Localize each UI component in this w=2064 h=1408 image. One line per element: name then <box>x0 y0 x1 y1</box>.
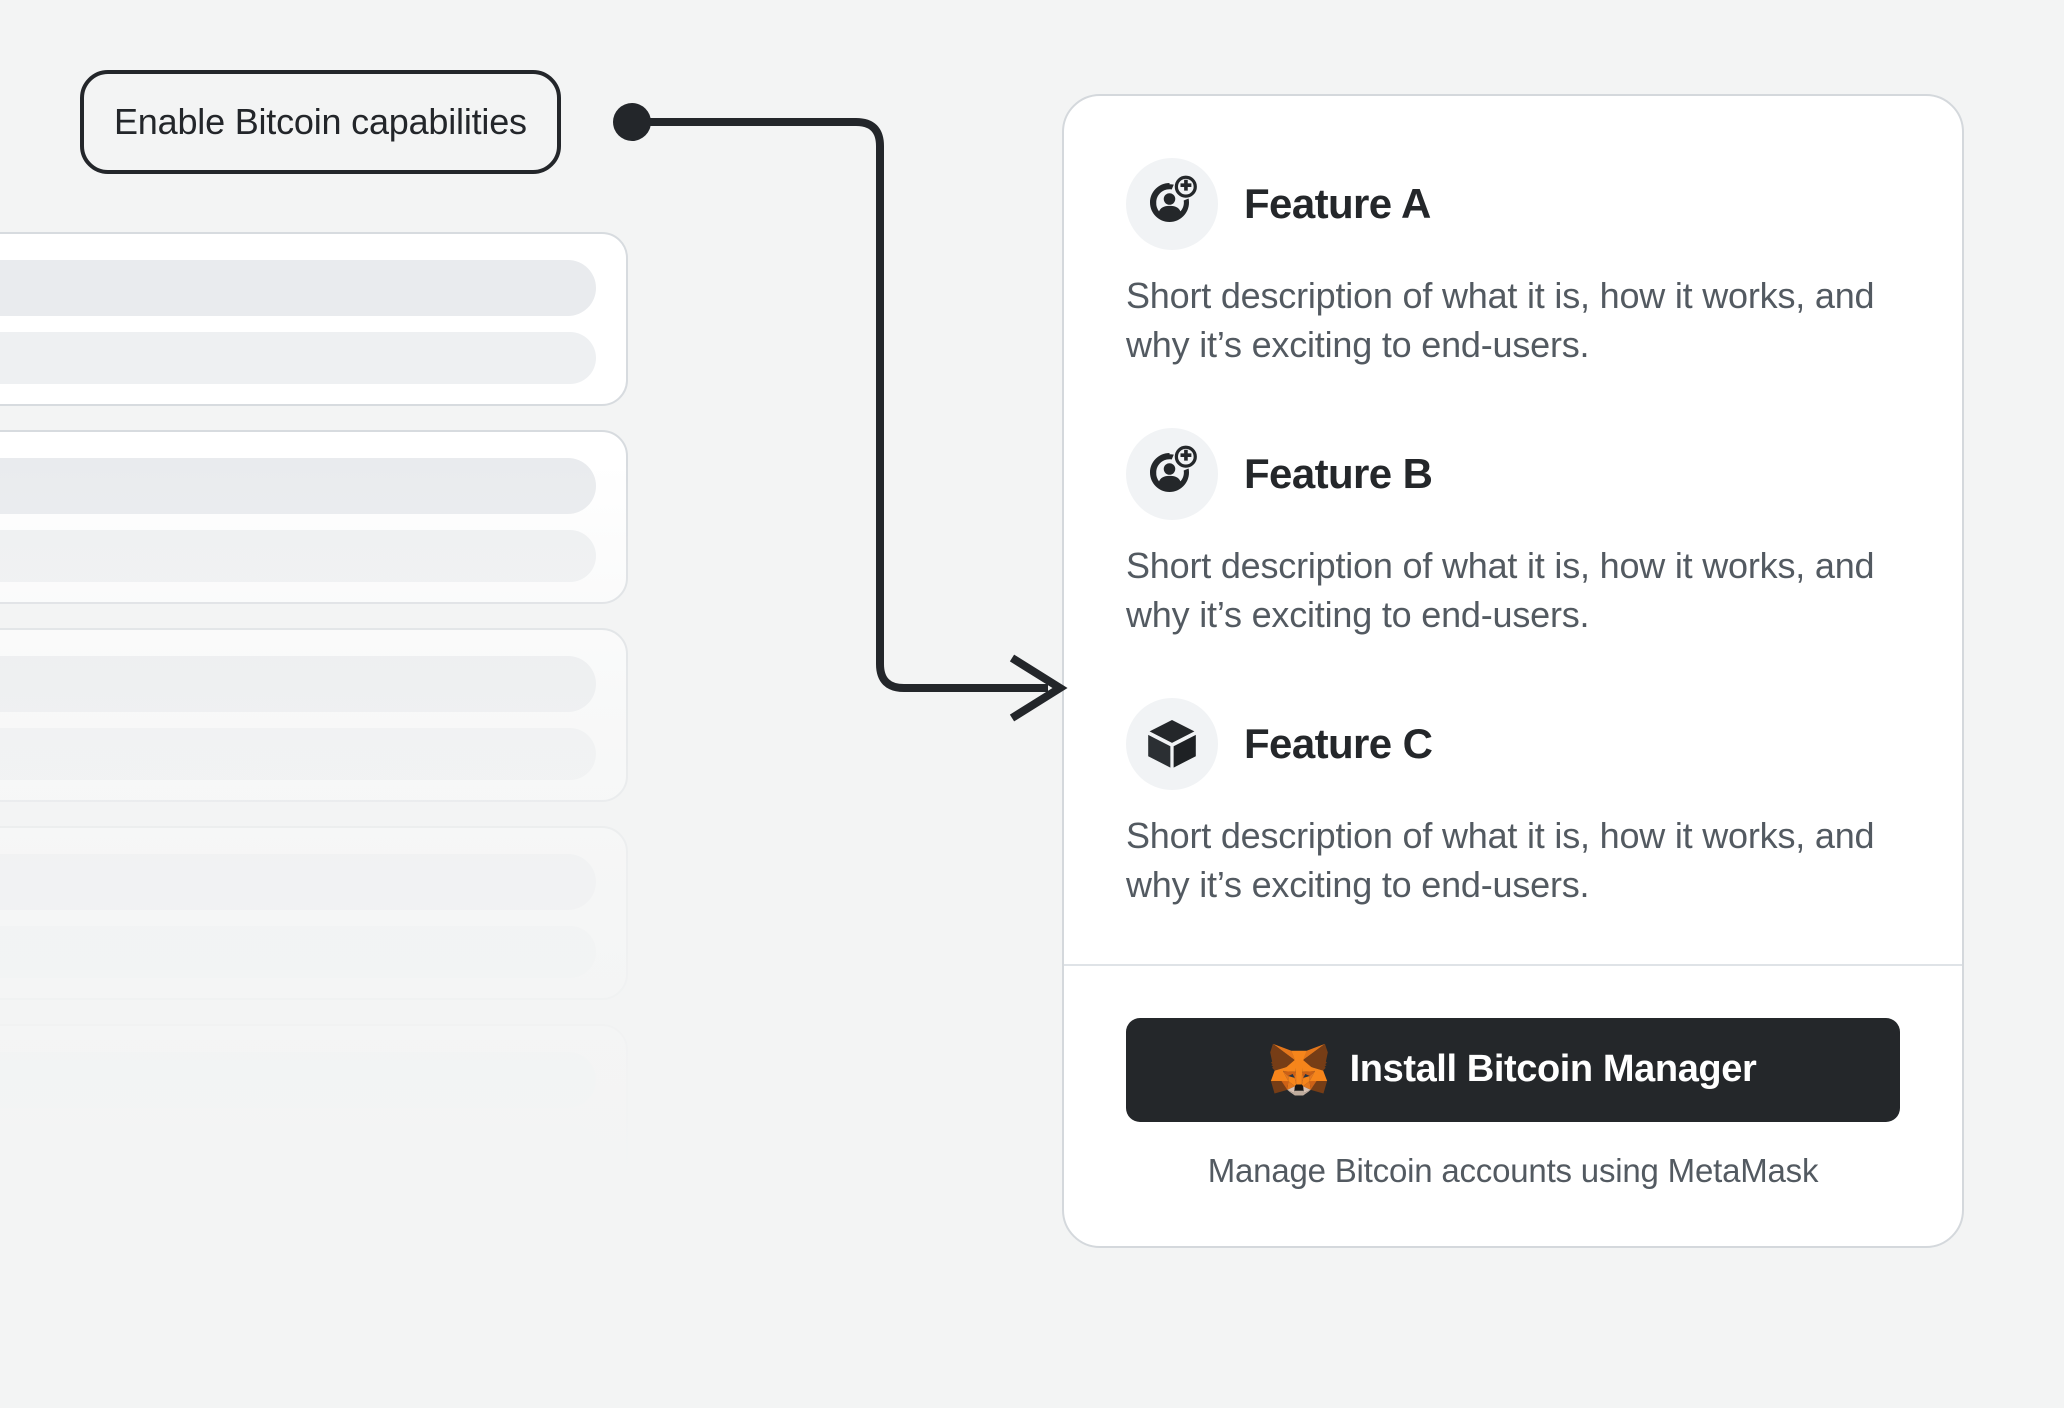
skeleton-card <box>0 430 628 604</box>
feature-description: Short description of what it is, how it … <box>1126 544 1875 635</box>
bitcoin-capabilities-card: Feature A Short description of what it i… <box>1062 94 1964 1248</box>
install-button-label: Install Bitcoin Manager <box>1349 1048 1757 1091</box>
skeleton-card <box>0 826 628 1000</box>
skeleton-bar-secondary <box>0 728 596 780</box>
skeleton-card <box>0 1024 628 1198</box>
cta-section: Install Bitcoin Manager Manage Bitcoin a… <box>1064 966 1962 1246</box>
skeleton-card <box>0 232 628 406</box>
feature-description: Short description of what it is, how it … <box>1126 814 1875 905</box>
install-bitcoin-manager-button[interactable]: Install Bitcoin Manager <box>1126 1017 1900 1122</box>
card-divider <box>1064 963 1962 966</box>
feature-block-b: Feature B Short description of what it i… <box>1126 427 1900 640</box>
feature-header: Feature A <box>1126 158 1900 250</box>
feature-description: Short description of what it is, how it … <box>1126 275 1875 365</box>
skeleton-card <box>0 628 628 802</box>
skeleton-bar-primary <box>0 656 596 712</box>
annotation-callout: Enable Bitcoin capabilities <box>80 70 561 174</box>
skeleton-bar-primary <box>0 260 596 316</box>
skeleton-bar-primary <box>0 854 596 910</box>
background-skeleton-list <box>0 232 628 1222</box>
arrow-head-icon <box>1009 654 1068 722</box>
feature-block-c: Feature C Short description of what it i… <box>1126 697 1900 910</box>
feature-block-a: Feature A Short description of what it i… <box>1126 158 1900 370</box>
feature-header: Feature C <box>1126 697 1900 790</box>
skeleton-bar-secondary <box>0 1124 596 1176</box>
add-account-icon <box>1126 427 1218 520</box>
skeleton-bar-primary <box>0 458 596 514</box>
feature-title: Feature C <box>1244 719 1433 767</box>
add-account-icon <box>1126 158 1218 250</box>
feature-header: Feature B <box>1126 427 1900 520</box>
annotation-label: Enable Bitcoin capabilities <box>114 101 527 142</box>
skeleton-bar-secondary <box>0 926 596 978</box>
features-section: Feature A Short description of what it i… <box>1064 96 1962 964</box>
cube-icon <box>1126 697 1218 790</box>
cta-caption: Manage Bitcoin accounts using MetaMask <box>1207 1151 1819 1189</box>
connector-dot <box>613 103 651 141</box>
feature-title: Feature A <box>1244 180 1431 227</box>
metamask-fox-icon <box>1269 1042 1328 1097</box>
skeleton-bar-secondary <box>0 332 596 384</box>
skeleton-bar-secondary <box>0 530 596 582</box>
skeleton-bar-primary <box>0 1052 596 1108</box>
feature-title: Feature B <box>1244 449 1433 497</box>
